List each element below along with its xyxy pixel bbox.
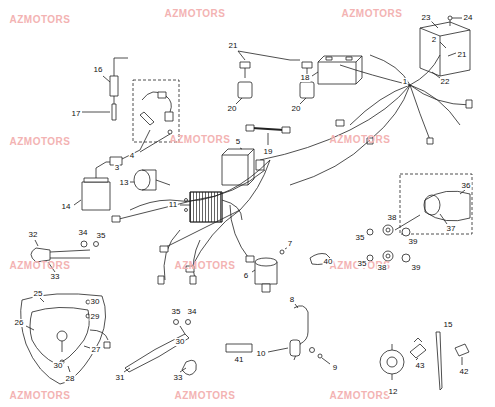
callout-number: 39: [411, 264, 422, 272]
frame-harness: [112, 160, 270, 284]
callout-number: 11: [168, 201, 178, 209]
callout-number: 27: [91, 346, 102, 354]
callout-number: 26: [14, 319, 25, 327]
watermark: AZMOTORS: [169, 135, 230, 145]
callout-number: 9: [332, 364, 338, 372]
callout-number: 6: [243, 272, 249, 280]
ignition-coil: [130, 170, 170, 190]
battery-group: [236, 51, 362, 145]
callout-number: 8: [289, 296, 295, 304]
callout-number: 34: [187, 308, 198, 316]
callout-number: 35: [171, 308, 182, 316]
callout-number: 43: [415, 362, 426, 370]
spark-plug-cap: [268, 304, 330, 364]
horn: [380, 344, 404, 380]
watermark: AZMOTORS: [174, 391, 235, 401]
callout-number: 19: [263, 148, 274, 156]
callout-number: 18: [300, 74, 311, 82]
watermark: AZMOTORS: [329, 135, 390, 145]
callout-number: 2: [431, 36, 437, 44]
sub-harness: [120, 80, 179, 160]
watermark: AZMOTORS: [9, 261, 70, 271]
callout-number: 35: [96, 232, 107, 240]
regulator: [180, 192, 242, 222]
callout-number: 33: [173, 374, 184, 382]
watermark: AZMOTORS: [341, 9, 402, 19]
callout-number: 34: [78, 229, 89, 237]
callout-number: 16: [93, 66, 104, 74]
callout-number: 4: [129, 152, 135, 160]
fuse: [226, 344, 252, 352]
watermark: AZMOTORS: [164, 9, 225, 19]
callout-number: 12: [388, 388, 399, 396]
tail-light: [367, 174, 472, 262]
callout-number: 28: [65, 375, 76, 383]
watermark: AZMOTORS: [9, 15, 70, 25]
headlight: [21, 294, 110, 384]
callout-number: 30: [53, 362, 64, 370]
callout-number: 29: [90, 313, 101, 321]
callout-number: 3: [114, 164, 120, 172]
callout-number: 33: [50, 273, 61, 281]
watermark: AZMOTORS: [9, 391, 70, 401]
stop-switch: [82, 58, 128, 120]
callout-number: 10: [256, 350, 267, 358]
callout-number: 35: [357, 260, 368, 268]
callout-number: 13: [119, 179, 130, 187]
relay: [74, 157, 122, 210]
callout-number: 21: [457, 51, 468, 59]
callout-number: 35: [355, 234, 366, 242]
callout-number: 17: [71, 110, 82, 118]
harness-clips: [410, 338, 469, 365]
callout-number: 25: [33, 290, 44, 298]
callout-number: 1: [402, 78, 408, 86]
callout-number: 30: [175, 338, 186, 346]
cable-tie: [436, 332, 442, 390]
callout-number: 38: [377, 264, 388, 272]
callout-number: 7: [287, 240, 293, 248]
callout-number: 42: [459, 368, 470, 376]
callout-number: 14: [61, 203, 72, 211]
callout-number: 22: [440, 78, 451, 86]
callout-number: 31: [115, 374, 126, 382]
callout-number: 37: [446, 225, 457, 233]
callout-number: 24: [463, 14, 474, 22]
rear-turn-signal: [124, 320, 196, 376]
callout-number: 36: [461, 182, 472, 190]
callout-number: 40: [323, 258, 334, 266]
callout-number: 41: [234, 356, 245, 364]
callout-number: 20: [291, 105, 302, 113]
callout-number: 15: [443, 321, 454, 329]
callout-number: 32: [28, 231, 39, 239]
callout-number: 20: [227, 105, 238, 113]
watermark: AZMOTORS: [9, 137, 70, 147]
callout-number: 39: [408, 238, 419, 246]
callout-number: 30: [90, 298, 101, 306]
watermark: AZMOTORS: [329, 391, 390, 401]
main-harness: [260, 16, 472, 185]
callout-number: 23: [421, 14, 432, 22]
callout-number: 38: [387, 214, 398, 222]
callout-number: 21: [228, 42, 239, 50]
callout-number: 5: [235, 138, 241, 146]
cdi-unit: [222, 148, 264, 185]
watermark: AZMOTORS: [174, 261, 235, 271]
ignition-switch: [252, 247, 332, 292]
